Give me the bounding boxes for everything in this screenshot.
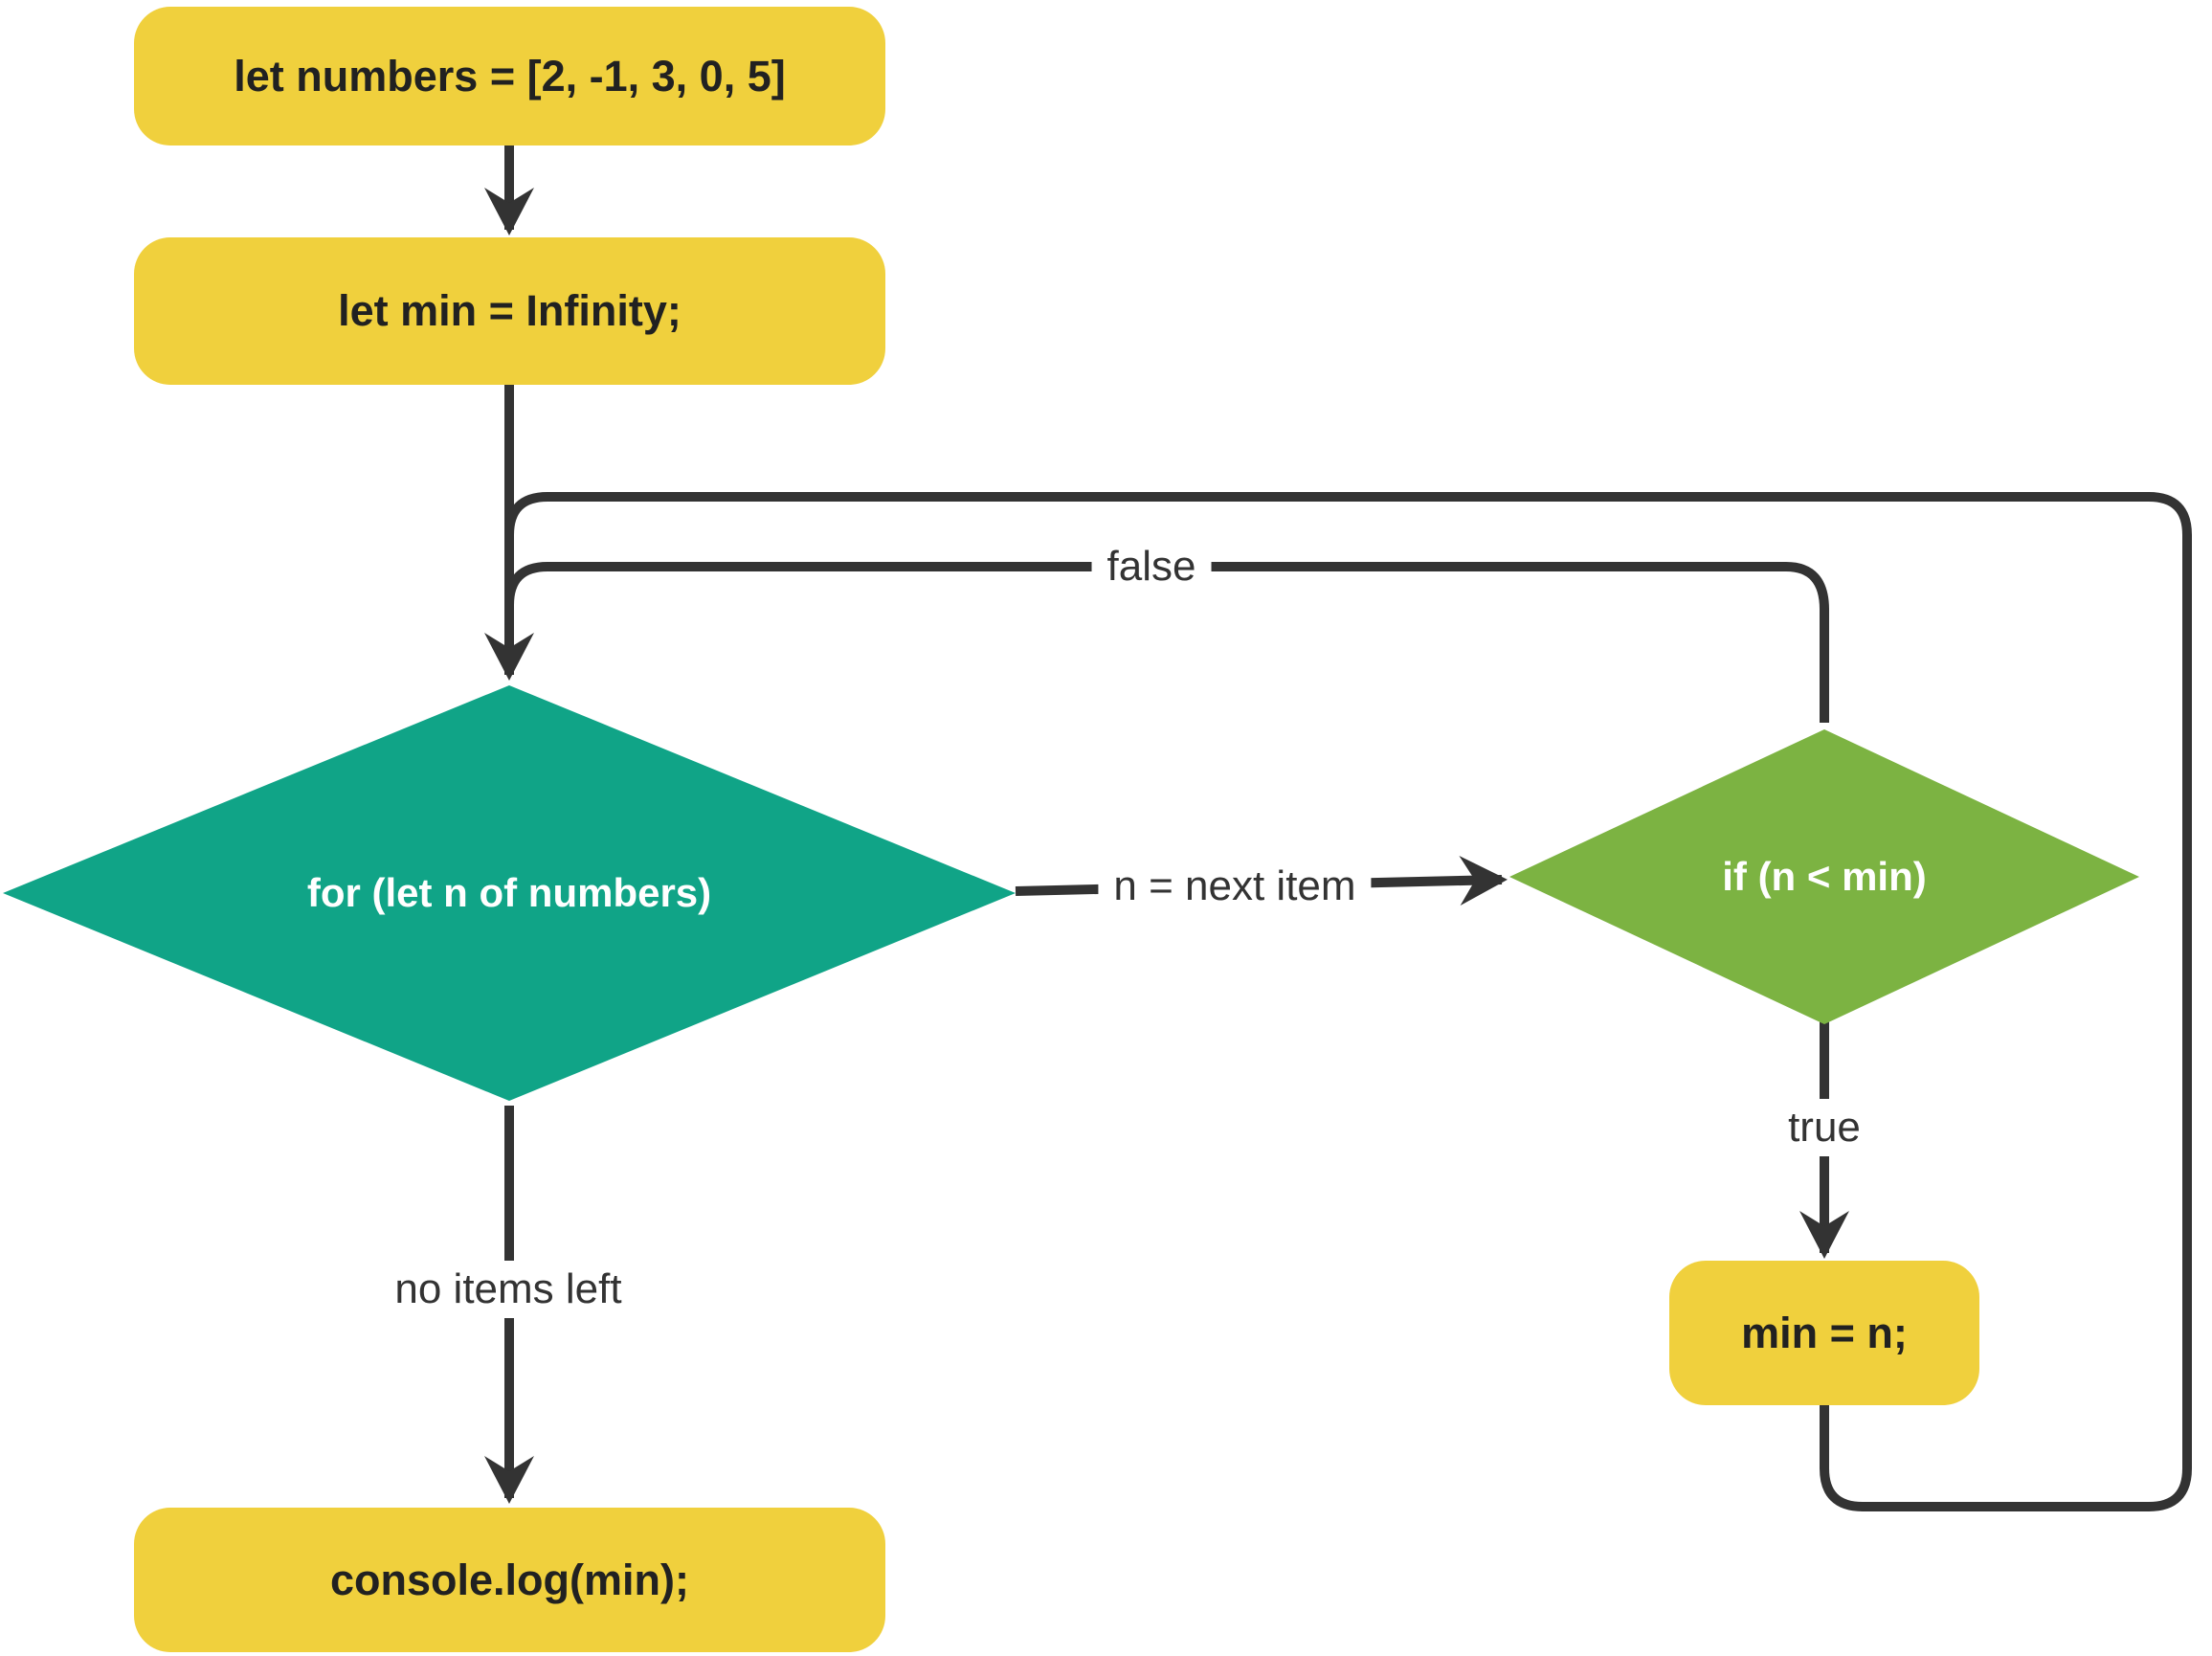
node-if-check-label: if (n < min) [1722,854,1927,899]
edge-label-next-item: n = next item [1098,858,1372,915]
node-output: console.log(min); [134,1508,885,1652]
node-if-check-label-box: if (n < min) [1537,729,2111,1024]
node-output-label: console.log(min); [330,1555,689,1604]
edge-label-no-items-left: no items left [379,1261,637,1318]
node-init-numbers-label: let numbers = [2, -1, 3, 0, 5] [234,51,786,101]
node-assign-min: min = n; [1669,1261,1979,1405]
if-check-diamond [1509,729,2139,1024]
edge-loopback-after-assign [504,492,2192,1511]
for-loop-diamond [3,685,1016,1101]
edge-label-true: true [1773,1099,1876,1156]
node-init-numbers: let numbers = [2, -1, 3, 0, 5] [134,7,885,145]
node-init-min-label: let min = Infinity; [338,286,681,335]
node-for-loop-label-box: for (let n of numbers) [31,685,988,1101]
node-for-loop-label: for (let n of numbers) [306,870,712,915]
node-assign-min-label: min = n; [1741,1308,1908,1357]
node-init-min: let min = Infinity; [134,237,885,385]
edge-label-false: false [1091,538,1212,595]
